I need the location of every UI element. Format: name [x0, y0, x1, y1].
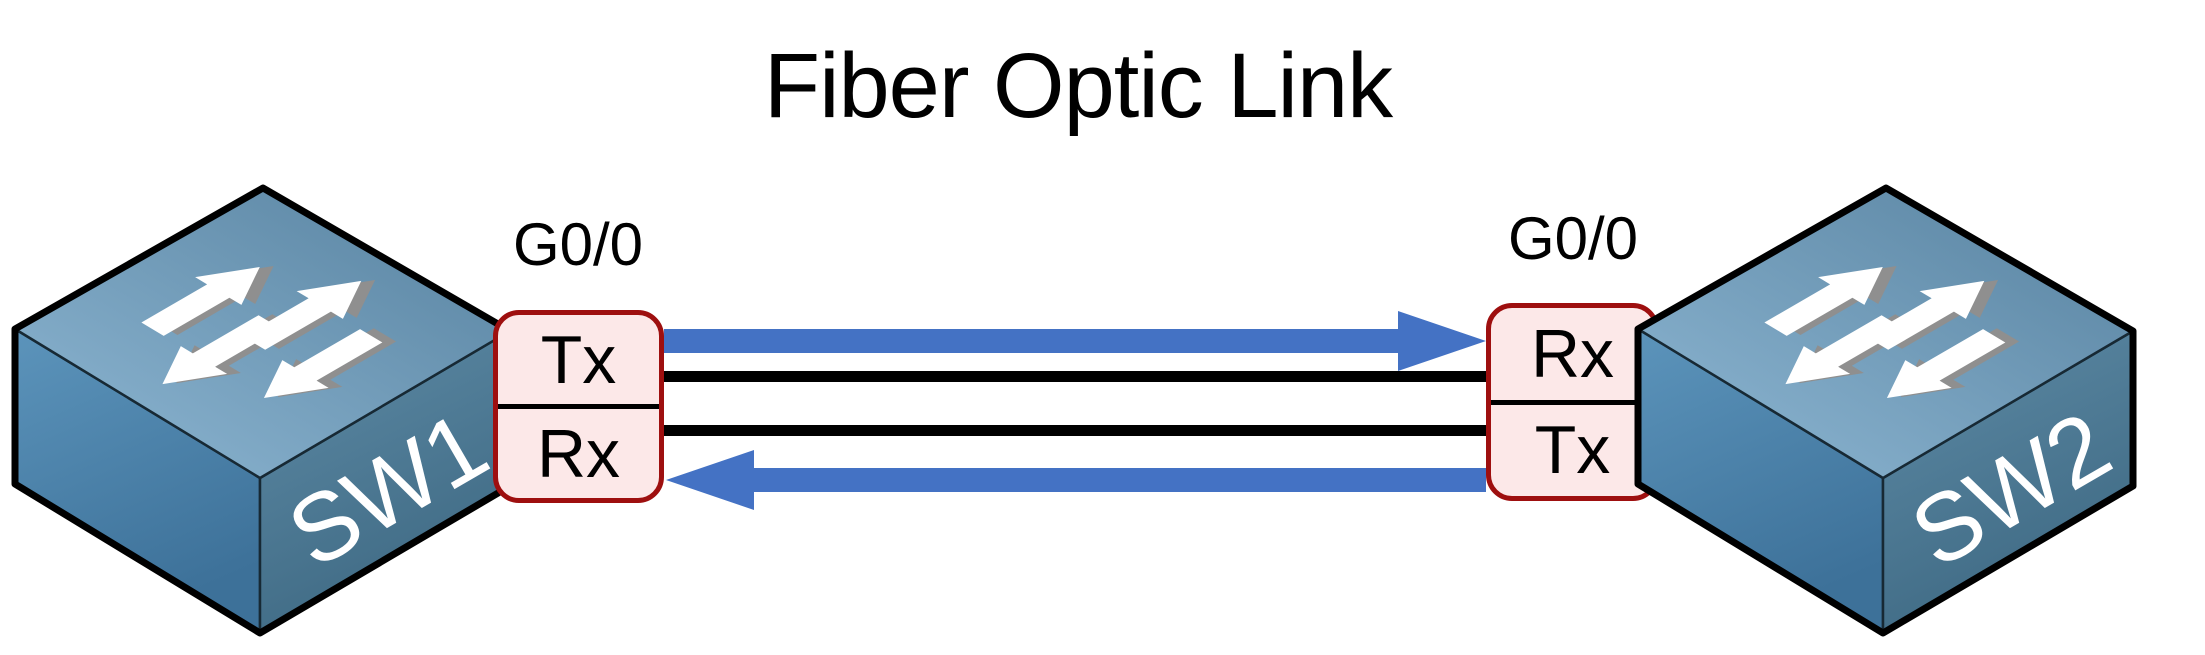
switch-sw2-icon: SW2 — [1634, 184, 2137, 637]
fiber-strand-1 — [664, 371, 1486, 382]
tx-to-rx-arrowhead-icon — [1398, 311, 1486, 371]
port-box-sw1: Tx Rx — [493, 310, 664, 503]
page-title: Fiber Optic Link — [763, 35, 1393, 137]
port-cell-sw2-rx: Rx — [1530, 315, 1615, 392]
port-divider-sw1 — [498, 404, 659, 409]
rx-from-tx-arrowhead-icon — [666, 450, 754, 510]
port-box-sw2: Rx Tx — [1486, 303, 1659, 501]
interface-label-sw2: G0/0 — [1507, 205, 1639, 272]
port-cell-sw2-tx: Tx — [1534, 412, 1611, 489]
rx-from-tx-arrow-body — [753, 468, 1486, 492]
port-cell-sw1-rx: Rx — [536, 415, 621, 492]
interface-label-sw1: G0/0 — [512, 211, 644, 278]
tx-to-rx-arrow-body — [664, 329, 1400, 353]
switch-sw1-icon: SW1 — [11, 184, 514, 637]
switch-arrows-icon — [1764, 266, 2020, 399]
switch-arrows-icon — [141, 266, 397, 399]
port-divider-sw2 — [1491, 399, 1654, 405]
fiber-strand-2 — [664, 425, 1486, 436]
port-cell-sw1-tx: Tx — [540, 321, 617, 398]
